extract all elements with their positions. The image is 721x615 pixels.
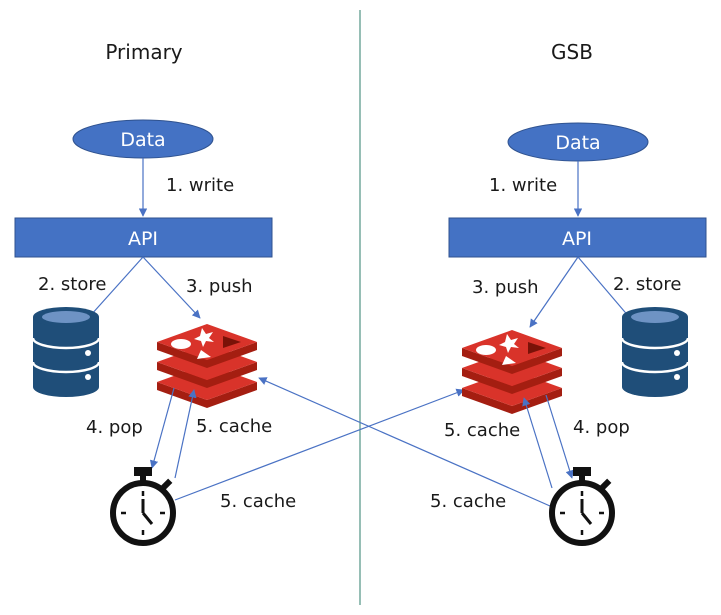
right-data-node: Data (507, 122, 649, 162)
right-pop-arrow (545, 394, 574, 479)
right-push-arrow (529, 256, 579, 328)
primary-to-gsb-cache-arrow (174, 388, 465, 501)
right-stopwatch-icon (552, 467, 612, 543)
left-database-icon (31, 305, 101, 399)
left-write-label: 1. write (166, 175, 234, 196)
right-push-label: 3. push (472, 277, 539, 298)
left-push-arrow (142, 256, 201, 319)
right-cross-cache-label: 5. cache (430, 491, 506, 512)
right-pop-label: 4. pop (573, 417, 630, 438)
right-cache-up-label: 5. cache (444, 420, 520, 441)
right-store-label: 2. store (613, 274, 681, 295)
right-database-icon (620, 305, 690, 399)
left-cache-up-arrow (174, 389, 197, 479)
left-api-node: API (14, 217, 273, 258)
right-api-node: API (448, 217, 707, 258)
primary-region-title: Primary (105, 40, 182, 64)
left-store-label: 2. store (38, 274, 106, 295)
right-write-label: 1. write (489, 175, 557, 196)
svg-text:Data: Data (555, 132, 600, 154)
left-push-label: 3. push (186, 276, 253, 297)
left-pop-arrow (149, 387, 175, 469)
left-cache-up-label: 5. cache (196, 416, 272, 437)
left-stopwatch-icon (113, 467, 173, 543)
left-cross-cache-label: 5. cache (220, 491, 296, 512)
right-cache-up-arrow (522, 397, 553, 489)
right-redis-icon (462, 330, 562, 414)
svg-text:API: API (562, 228, 592, 250)
left-pop-label: 4. pop (86, 417, 143, 438)
gsb-to-primary-cache-arrow (258, 377, 551, 507)
gsb-region-title: GSB (551, 40, 593, 64)
svg-text:Data: Data (120, 129, 165, 151)
left-data-node: Data (72, 119, 214, 159)
svg-text:API: API (128, 228, 158, 250)
